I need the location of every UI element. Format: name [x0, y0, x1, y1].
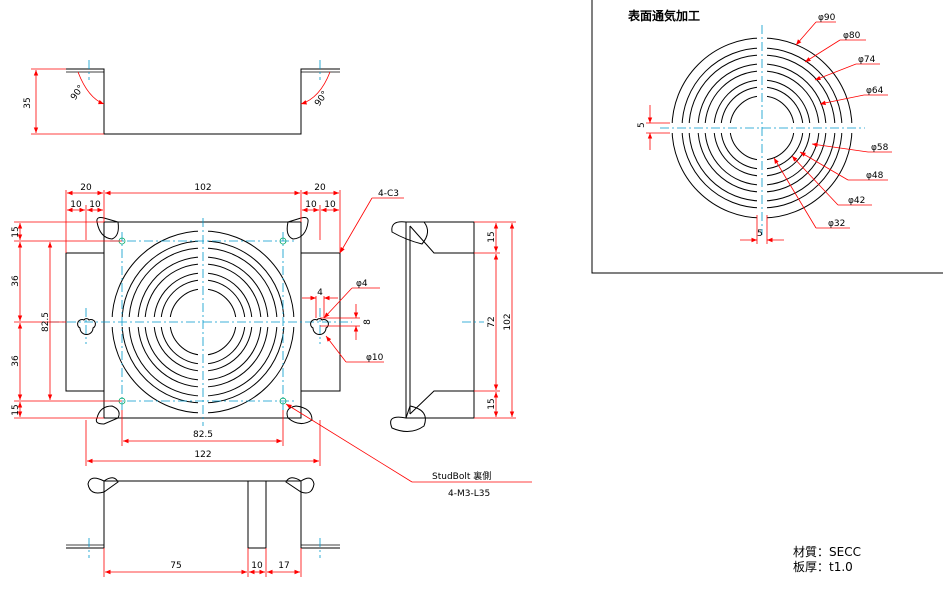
detail-frame	[591, 0, 943, 274]
dim-phi58: φ58	[871, 143, 889, 153]
dim-left-36-upper: 36	[11, 275, 21, 287]
dim-sub-10-c: 10	[305, 200, 317, 210]
dim-top-20-right: 20	[314, 183, 326, 193]
dim-phi42: φ42	[848, 196, 865, 206]
dim-phi74: φ74	[858, 55, 876, 65]
dim-height-35: 35	[23, 97, 33, 108]
detail-dimensions: φ90 φ80 φ74 φ64 φ58 φ48 φ42 φ32	[637, 13, 892, 244]
thickness-line: 板厚：t1.0	[793, 560, 853, 574]
dim-side-72: 72	[487, 316, 497, 327]
dim-sub-10-b: 10	[89, 200, 101, 210]
dim-left-15-top: 15	[11, 226, 21, 237]
front-view: 20 102 20 10 10 10 10 4-C3 15 36 36 15 8…	[11, 183, 532, 499]
dim-bottom-10: 10	[251, 561, 263, 571]
dim-side-15-bottom: 15	[487, 398, 497, 409]
dim-hole-height-8: 8	[363, 319, 373, 325]
dim-sub-10-a: 10	[70, 200, 82, 210]
dim-bottom-82-5: 82.5	[193, 430, 213, 440]
top-view: 35 90° 90°	[23, 60, 340, 135]
dim-phi48: φ48	[866, 171, 884, 181]
material-line: 材質：SECC	[793, 544, 861, 559]
side-view: 15 72 15 102	[390, 221, 516, 432]
bottom-view: 75 10 17	[66, 477, 340, 577]
dim-phi10: φ10	[366, 353, 384, 363]
dim-sub-10-d: 10	[324, 200, 336, 210]
dim-phi4: φ4	[356, 279, 368, 289]
dim-phi90: φ90	[818, 13, 836, 23]
angle-right: 90°	[313, 90, 330, 109]
dim-bottom-122: 122	[194, 450, 211, 460]
dim-phi80: φ80	[843, 31, 861, 41]
dim-hole-width-4: 4	[317, 288, 323, 298]
dim-top-20-left: 20	[80, 183, 92, 193]
angle-left: 90°	[69, 84, 86, 103]
material-note: 材質：SECC 板厚：t1.0	[793, 544, 861, 574]
dim-left-36-lower: 36	[11, 355, 21, 367]
dim-side-15-top: 15	[487, 231, 497, 242]
dim-bottom-75: 75	[170, 561, 181, 571]
detail-vent-pattern	[660, 25, 865, 235]
stud-bolt-label: StudBolt 裏側	[432, 470, 491, 482]
dim-bottom-17: 17	[278, 561, 289, 571]
detail-title: 表面通気加工	[627, 8, 700, 23]
ventilation-detail: 表面通気加工 φ90 φ80 φ74	[591, 0, 943, 274]
dim-gap-horizontal: 5	[757, 229, 763, 239]
dim-side-102: 102	[503, 313, 513, 330]
dim-gap-vertical: 5	[637, 122, 647, 128]
dim-top-102: 102	[194, 183, 211, 193]
stud-bolt-spec: 4-M3-L35	[448, 489, 490, 499]
dim-chamfer: 4-C3	[378, 189, 399, 199]
dim-left-15-bottom: 15	[11, 404, 21, 415]
dim-phi32: φ32	[828, 219, 845, 229]
dim-inner-left-82-5: 82.5	[41, 312, 51, 332]
dim-phi64: φ64	[866, 86, 884, 96]
